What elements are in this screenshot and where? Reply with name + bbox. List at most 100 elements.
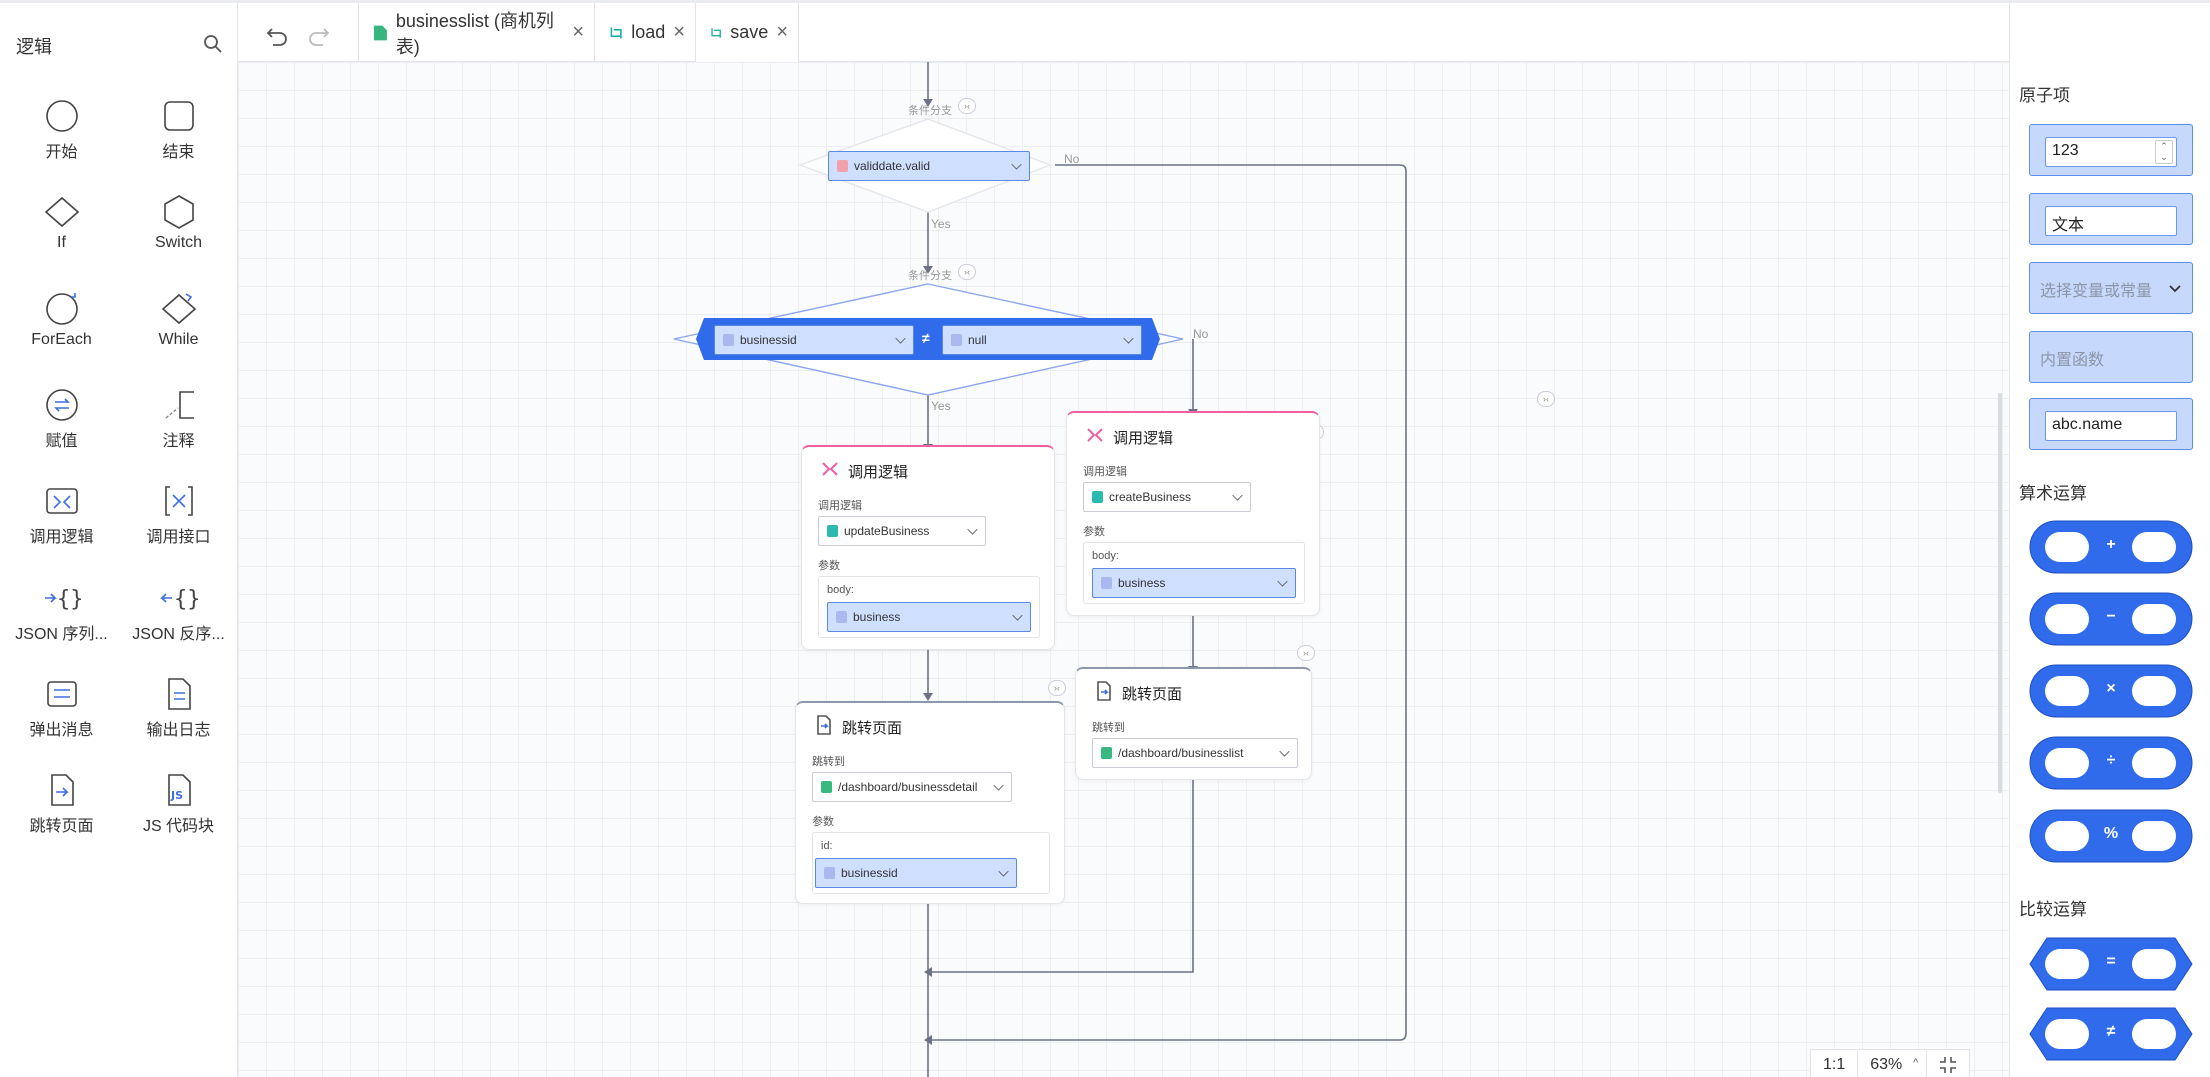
call-logic-node-create[interactable]: 调用逻辑 调用逻辑 createBusiness 参数 body: busine… — [1066, 411, 1320, 616]
navigate-node-detail[interactable]: 跳转页面 跳转到 /dashboard/businessdetail 参数 id… — [795, 701, 1065, 904]
close-icon[interactable]: × — [572, 21, 584, 43]
builtin-function-atom[interactable]: 内置函数 — [2029, 331, 2193, 383]
chevron-down-icon — [1011, 159, 1022, 170]
arith-operator-block[interactable]: − — [2029, 592, 2193, 646]
collapse-icon[interactable]: ›‹ — [958, 98, 976, 114]
node-title: 调用逻辑 — [1113, 430, 1174, 447]
zoom-controls: 1:1 63% ^ — [1810, 1049, 1971, 1077]
zoom-reset-button[interactable]: 1:1 — [1811, 1050, 1859, 1077]
arith-operator-block[interactable]: + — [2029, 520, 2193, 574]
hexagon-icon — [163, 195, 194, 229]
operand-slot[interactable] — [2132, 676, 2176, 706]
text-atom[interactable]: 文本 — [2029, 193, 2193, 245]
zoom-level-select[interactable]: 63% ^ — [1858, 1050, 1928, 1077]
tab-save[interactable]: save × — [695, 3, 799, 62]
json-serialize-icon: {} — [44, 587, 81, 612]
operand-slot[interactable] — [2132, 1019, 2176, 1049]
operand-slot[interactable] — [2132, 604, 2176, 634]
logic-icon — [711, 27, 721, 38]
text-input[interactable]: 文本 — [2045, 206, 2177, 236]
operand-slot[interactable] — [2045, 949, 2089, 979]
arith-operator-block[interactable]: ÷ — [2029, 736, 2193, 790]
operator-symbol: ÷ — [2106, 752, 2116, 769]
palette-title: 逻辑 — [16, 37, 52, 57]
palette-item-foreach[interactable]: ForEach — [3, 290, 120, 360]
logic-canvas[interactable]: 条件分支 ›‹ validdate.valid No Yes 条件分支 ›‹ b… — [238, 62, 2009, 1077]
tab-load[interactable]: load × — [594, 3, 695, 62]
operator-symbol: = — [2106, 953, 2116, 970]
fit-screen-button[interactable] — [1927, 1050, 1969, 1077]
operand-slot[interactable] — [2132, 821, 2176, 851]
palette-item-if[interactable]: If — [3, 193, 120, 263]
arith-operator-block[interactable]: × — [2029, 664, 2193, 718]
operand-slot[interactable] — [2132, 748, 2176, 778]
property-atom[interactable]: abc.name — [2029, 398, 2193, 450]
operand-slot[interactable] — [2045, 676, 2089, 706]
palette-item-start[interactable]: 开始 — [3, 97, 120, 167]
close-icon[interactable]: × — [776, 21, 788, 43]
palette-item-log[interactable]: 输出日志 — [120, 675, 237, 745]
palette-item-while[interactable]: While — [120, 290, 237, 360]
logic-select[interactable]: createBusiness — [1083, 482, 1251, 512]
call-logic-node-update[interactable]: 调用逻辑 调用逻辑 updateBusiness 参数 body: busine… — [801, 445, 1055, 650]
tab-businesslist[interactable]: businesslist (商机列表) × — [358, 3, 594, 62]
operand-slot[interactable] — [2045, 532, 2089, 562]
collapse-icon[interactable]: ›‹ — [1048, 680, 1066, 696]
close-icon[interactable]: × — [673, 21, 685, 43]
palette-item-switch[interactable]: Switch — [120, 193, 237, 263]
param-box: body: business — [818, 576, 1040, 638]
undo-icon[interactable] — [263, 21, 291, 49]
param-value-select[interactable]: business — [1092, 568, 1296, 598]
route-select[interactable]: /dashboard/businesslist — [1092, 738, 1298, 768]
palette-item-call-logic[interactable]: 调用逻辑 — [3, 482, 120, 552]
palette-item-json-serialize[interactable]: {} JSON 序列... — [3, 579, 120, 649]
search-icon[interactable] — [202, 33, 224, 55]
number-stepper[interactable]: ⌃⌄ — [2155, 140, 2173, 164]
palette-item-comment[interactable]: 注释 — [120, 386, 237, 456]
collapse-icon[interactable]: ›‹ — [1537, 391, 1555, 407]
js-code-icon: JS — [167, 774, 191, 806]
variable-atom[interactable]: 选择变量或常量 — [2029, 262, 2193, 314]
operand-slot[interactable] — [2045, 821, 2089, 851]
property-input[interactable]: abc.name — [2045, 411, 2177, 441]
palette-item-navigate[interactable]: 跳转页面 — [3, 771, 120, 841]
cond2-operator: ≠ — [922, 330, 930, 346]
palette-item-json-deserialize[interactable]: {} JSON 反序... — [120, 579, 237, 649]
arith-operator-block[interactable]: % — [2029, 809, 2193, 863]
navigate-node-list[interactable]: 跳转页面 跳转到 /dashboard/businesslist — [1075, 667, 1312, 780]
number-input[interactable]: 123 ⌃⌄ — [2045, 137, 2177, 167]
param-value-select[interactable]: businessid — [815, 858, 1017, 888]
compare-operator-block[interactable]: = — [2029, 937, 2193, 991]
scrollbar[interactable] — [1998, 393, 2002, 793]
variable-icon — [723, 334, 734, 346]
chevron-down-icon — [967, 524, 978, 535]
message-icon — [46, 681, 77, 707]
param-value-select[interactable]: business — [827, 602, 1031, 632]
redo-icon[interactable] — [305, 21, 333, 49]
collapse-icon[interactable]: ›‹ — [1297, 645, 1315, 661]
palette-item-js-code[interactable]: JS JS 代码块 — [120, 771, 237, 841]
operand-slot[interactable] — [2132, 949, 2176, 979]
chevron-down-icon — [998, 866, 1009, 877]
palette-item-assign[interactable]: 赋值 — [3, 386, 120, 456]
operand-slot[interactable] — [2132, 532, 2176, 562]
cond1-select[interactable]: validdate.valid — [828, 151, 1030, 181]
operand-slot[interactable] — [2045, 1019, 2089, 1049]
navigate-icon — [50, 774, 74, 806]
compare-operator-block[interactable]: ≠ — [2029, 1007, 2193, 1061]
palette-item-message[interactable]: 弹出消息 — [3, 675, 120, 745]
operand-slot[interactable] — [2045, 748, 2089, 778]
loop-diamond-icon — [161, 293, 196, 325]
number-atom[interactable]: 123 ⌃⌄ — [2029, 124, 2193, 176]
cond2-left-select[interactable]: businessid — [714, 325, 914, 355]
palette-item-call-api[interactable]: 调用接口 — [120, 482, 237, 552]
route-select[interactable]: /dashboard/businessdetail — [812, 772, 1012, 802]
cond2-no-label: No — [1193, 327, 1209, 341]
operand-slot[interactable] — [2045, 604, 2089, 634]
operator-symbol: + — [2106, 536, 2116, 553]
palette-item-end[interactable]: 结束 — [120, 97, 237, 167]
cond2-right-select[interactable]: null — [942, 325, 1142, 355]
collapse-icon[interactable]: ›‹ — [958, 264, 976, 280]
logic-select[interactable]: updateBusiness — [818, 516, 986, 546]
loop-circle-icon — [45, 293, 78, 325]
